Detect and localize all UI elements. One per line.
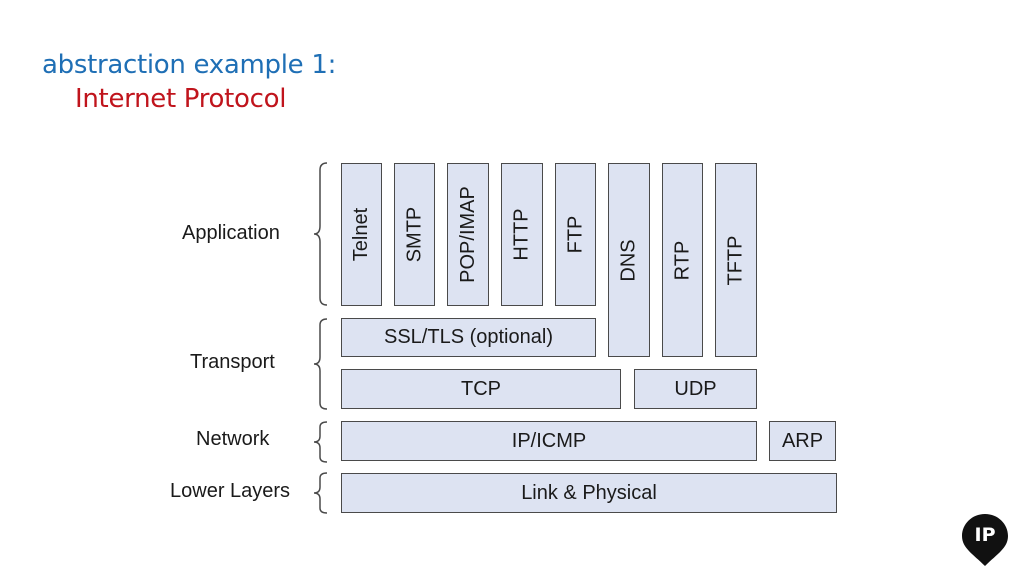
protocol-label-rtp: RTP bbox=[671, 240, 694, 280]
protocol-box-ip-icmp: IP/ICMP bbox=[341, 421, 757, 461]
layer-label-transport: Transport bbox=[190, 351, 275, 373]
protocol-box-link-physical: Link & Physical bbox=[341, 473, 837, 513]
protocol-label-telnet: Telnet bbox=[350, 207, 372, 262]
protocol-box-http: HTTP bbox=[501, 163, 543, 306]
protocol-label-pop-imap: POP/IMAP bbox=[456, 186, 479, 283]
brace-network-icon bbox=[313, 421, 328, 463]
ip-logo: IP bbox=[961, 513, 1009, 567]
ip-logo-text: IP bbox=[974, 524, 996, 546]
protocol-box-tftp: TFTP bbox=[715, 163, 757, 357]
slide-subtitle: Internet Protocol bbox=[75, 84, 287, 114]
brace-application-icon bbox=[313, 162, 328, 306]
brace-lower-layers-icon bbox=[313, 472, 328, 514]
layer-label-network: Network bbox=[196, 428, 270, 450]
protocol-box-ftp: FTP bbox=[555, 163, 596, 306]
protocol-box-pop-imap: POP/IMAP bbox=[447, 163, 489, 306]
protocol-box-arp: ARP bbox=[769, 421, 836, 461]
protocol-box-rtp: RTP bbox=[662, 163, 703, 357]
layer-label-application: Application bbox=[182, 222, 280, 244]
protocol-box-telnet: Telnet bbox=[341, 163, 382, 306]
protocol-label-ftp: FTP bbox=[564, 215, 586, 254]
protocol-label-smtp: SMTP bbox=[403, 206, 425, 263]
protocol-box-smtp: SMTP bbox=[394, 163, 435, 306]
brace-transport-icon bbox=[313, 318, 328, 410]
protocol-box-tcp: TCP bbox=[341, 369, 621, 409]
slide-title: abstraction example 1: bbox=[42, 50, 337, 80]
protocol-label-tftp: TFTP bbox=[724, 235, 747, 285]
protocol-box-ssl-tls: SSL/TLS (optional) bbox=[341, 318, 596, 357]
layer-label-lower-layers: Lower Layers bbox=[170, 480, 291, 502]
protocol-label-http: HTTP bbox=[510, 208, 533, 261]
protocol-box-udp: UDP bbox=[634, 369, 757, 409]
ip-map-pin-icon bbox=[962, 514, 1008, 566]
protocol-label-dns: DNS bbox=[617, 238, 640, 282]
protocol-box-dns: DNS bbox=[608, 163, 650, 357]
